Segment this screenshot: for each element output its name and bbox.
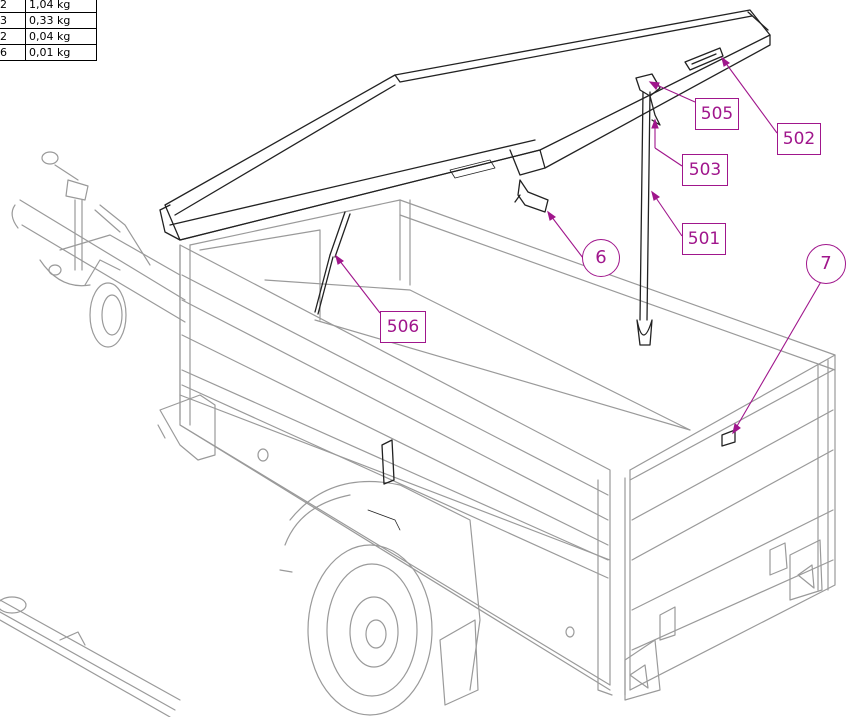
weights-table: 2 1,04 kg 3 0,33 kg 2 0,04 kg 6 0,01 kg bbox=[0, 0, 97, 61]
weight-cell: 0,01 kg bbox=[25, 44, 97, 61]
gas-strut bbox=[314, 211, 351, 315]
callout-503: 503 bbox=[682, 154, 728, 186]
drawbar bbox=[11, 151, 186, 348]
callout-501: 501 bbox=[682, 223, 726, 255]
callout-505: 505 bbox=[695, 98, 739, 130]
table-row: 6 0,01 kg bbox=[0, 44, 97, 61]
trailer-body bbox=[0, 199, 836, 717]
callout-506: 506 bbox=[380, 311, 426, 343]
callout-6: 6 bbox=[582, 239, 620, 277]
lid bbox=[159, 9, 771, 241]
leader-lines bbox=[335, 56, 823, 435]
table-row: 3 0,33 kg bbox=[0, 12, 97, 29]
latch-bracket bbox=[514, 179, 549, 213]
table-row: 2 0,04 kg bbox=[0, 28, 97, 45]
callout-502: 502 bbox=[777, 123, 821, 155]
weight-cell: 0,04 kg bbox=[25, 28, 97, 45]
door-lock bbox=[381, 439, 395, 485]
weight-cell: 0,33 kg bbox=[25, 12, 97, 29]
callout-7: 7 bbox=[806, 244, 846, 284]
strap bbox=[636, 91, 653, 346]
side-latch bbox=[721, 429, 736, 447]
lid-handle bbox=[684, 47, 724, 71]
